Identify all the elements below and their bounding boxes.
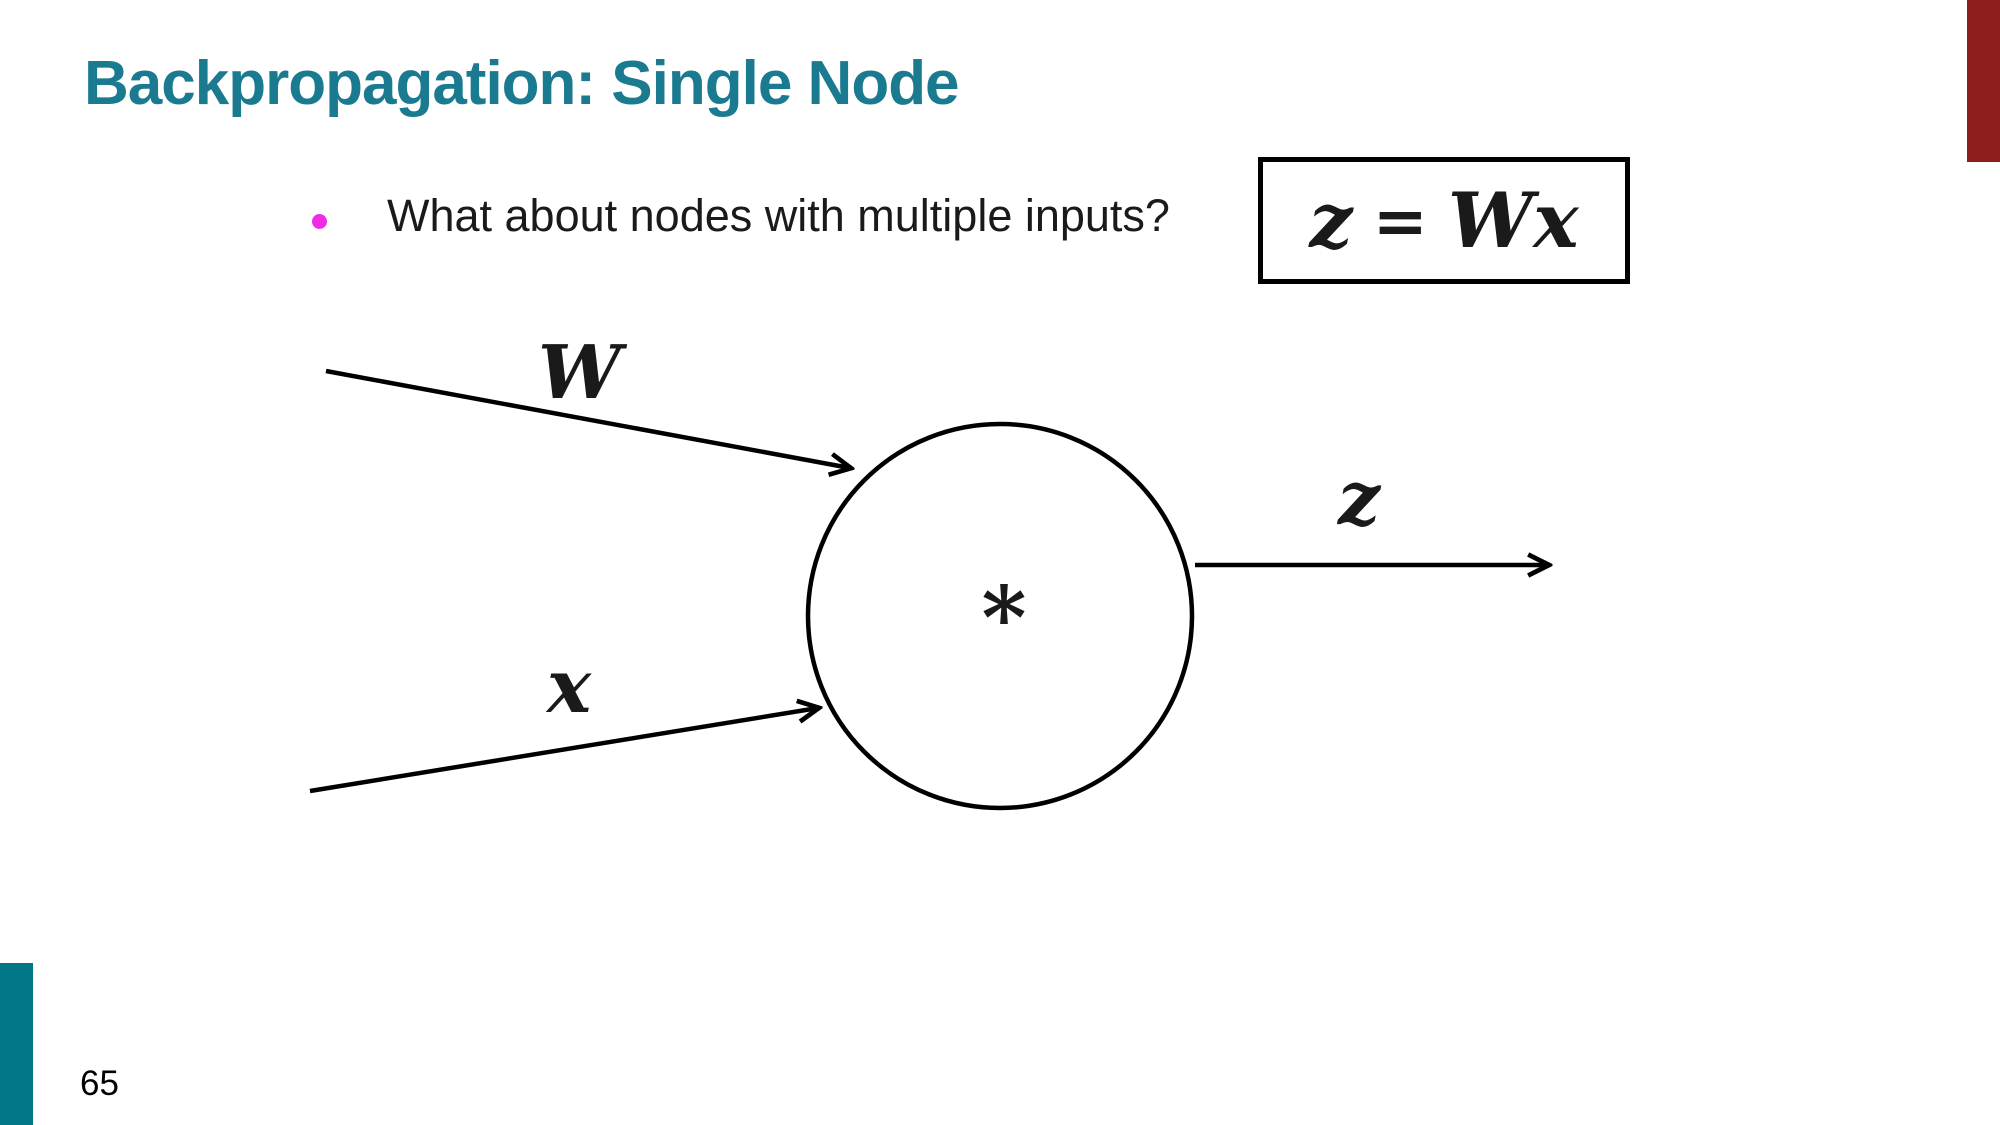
formula-rhs: Wx xyxy=(1448,182,1579,259)
formula-equals: = xyxy=(1372,181,1428,260)
input-edge-w xyxy=(325,368,850,468)
input-edge-x xyxy=(309,708,818,794)
formula-rhs-var: x xyxy=(1533,175,1579,265)
formula-rhs-coeff: W xyxy=(1447,175,1534,265)
edge-label-x: x xyxy=(547,644,592,730)
node-circle xyxy=(805,421,1195,811)
edge-label-z: z xyxy=(1338,456,1381,542)
bottom-left-accent-bar xyxy=(0,963,33,1125)
bullet-text: What about nodes with multiple inputs? xyxy=(387,190,1170,241)
formula-lhs: z xyxy=(1309,175,1353,265)
bullet-dot-icon xyxy=(312,214,327,229)
top-right-accent-bar xyxy=(1967,0,2000,162)
slide-title: Backpropagation: Single Node xyxy=(84,49,960,118)
formula-box: z = Wx xyxy=(1258,157,1630,284)
page-number: 65 xyxy=(80,1064,119,1103)
edge-label-w: W xyxy=(538,330,622,416)
node-operator: * xyxy=(981,568,1027,669)
